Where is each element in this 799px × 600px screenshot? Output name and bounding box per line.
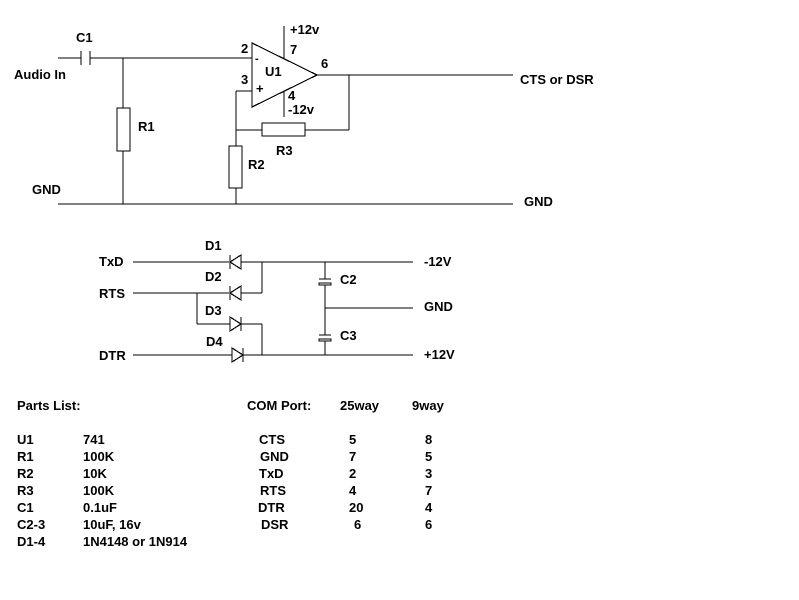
- label-pin2: 2: [241, 41, 248, 56]
- part-ref: R2: [17, 466, 34, 481]
- part-ref: C2-3: [17, 517, 46, 532]
- com-9way-pin: 7: [425, 483, 433, 498]
- label-noninverting-sign: +: [256, 81, 264, 96]
- part-ref: R1: [17, 449, 34, 464]
- part-ref: C1: [17, 500, 34, 515]
- com-9way-pin: 5: [425, 449, 433, 464]
- diode-d2: [228, 284, 242, 302]
- part-value: 100K: [83, 483, 115, 498]
- com-signal: RTS: [260, 483, 286, 498]
- resistor-r1: [116, 107, 131, 152]
- label-gnd-left: GND: [32, 182, 61, 197]
- com-header-25way: 25way: [340, 398, 380, 413]
- label-plus12v-out: +12V: [424, 347, 455, 362]
- part-value: 100K: [83, 449, 115, 464]
- label-plus12v: +12v: [290, 22, 320, 37]
- com-25way-pin: 20: [349, 500, 364, 515]
- com-9way-pin: 3: [425, 466, 433, 481]
- com-25way-pin: 7: [349, 449, 357, 464]
- part-ref: D1-4: [17, 534, 46, 549]
- part-value: 1N4148 or 1N914: [83, 534, 188, 549]
- com-25way-pin: 2: [349, 466, 357, 481]
- part-ref: U1: [17, 432, 34, 447]
- label-d4: D4: [206, 334, 223, 349]
- com-signal: CTS: [259, 432, 285, 447]
- part-value: 10K: [83, 466, 107, 481]
- amplifier-circuit: C1 Audio In R1 GND 2 - 3 + U1 7 +12v 4 -…: [14, 22, 594, 209]
- label-txd: TxD: [99, 254, 124, 269]
- label-dtr: DTR: [99, 348, 126, 363]
- com-signal: DTR: [258, 500, 285, 515]
- label-c2: C2: [340, 272, 357, 287]
- label-r3: R3: [276, 143, 293, 158]
- label-minus12v: -12v: [288, 102, 315, 117]
- part-value: 0.1uF: [83, 500, 117, 515]
- label-c1: C1: [76, 30, 93, 45]
- diode-d1: [228, 253, 242, 271]
- label-pin7: 7: [290, 42, 297, 57]
- part-ref: R3: [17, 483, 34, 498]
- label-d1: D1: [205, 238, 222, 253]
- label-audio-in: Audio In: [14, 67, 66, 82]
- part-value: 741: [83, 432, 105, 447]
- com-25way-pin: 6: [354, 517, 362, 532]
- label-pin4: 4: [288, 88, 296, 103]
- diode-d3: [229, 315, 243, 333]
- diode-d4: [231, 346, 245, 364]
- com-signal: DSR: [261, 517, 289, 532]
- com-9way-pin: 8: [425, 432, 433, 447]
- com-signal: TxD: [259, 466, 284, 481]
- label-d3: D3: [205, 303, 222, 318]
- label-inverting-sign: -: [255, 53, 259, 65]
- label-minus12v-out: -12V: [424, 254, 452, 269]
- label-r2: R2: [248, 157, 265, 172]
- label-cts-or-dsr: CTS or DSR: [520, 72, 594, 87]
- label-pin6: 6: [321, 56, 328, 71]
- label-gnd-out: GND: [424, 299, 453, 314]
- label-rts: RTS: [99, 286, 125, 301]
- label-c3: C3: [340, 328, 357, 343]
- label-pin3: 3: [241, 72, 248, 87]
- label-d2: D2: [205, 269, 222, 284]
- label-r1: R1: [138, 119, 155, 134]
- resistor-r3: [261, 122, 306, 137]
- parts-list-title: Parts List:: [17, 398, 81, 413]
- supply-circuit: TxD RTS DTR D1 D2 D3 D4 C2 C3 -12V GND +…: [99, 238, 455, 364]
- label-gnd-right: GND: [524, 194, 553, 209]
- com-signal: GND: [260, 449, 289, 464]
- com-9way-pin: 4: [425, 500, 433, 515]
- resistor-r2: [228, 145, 243, 189]
- label-u1: U1: [265, 64, 282, 79]
- com-25way-pin: 5: [349, 432, 357, 447]
- com-25way-pin: 4: [349, 483, 357, 498]
- com-header-port: COM Port:: [247, 398, 312, 413]
- capacitor-c2: [318, 282, 332, 286]
- capacitor-c3: [318, 338, 332, 342]
- com-header-9way: 9way: [412, 398, 444, 413]
- part-value: 10uF, 16v: [83, 517, 141, 532]
- com-9way-pin: 6: [425, 517, 433, 532]
